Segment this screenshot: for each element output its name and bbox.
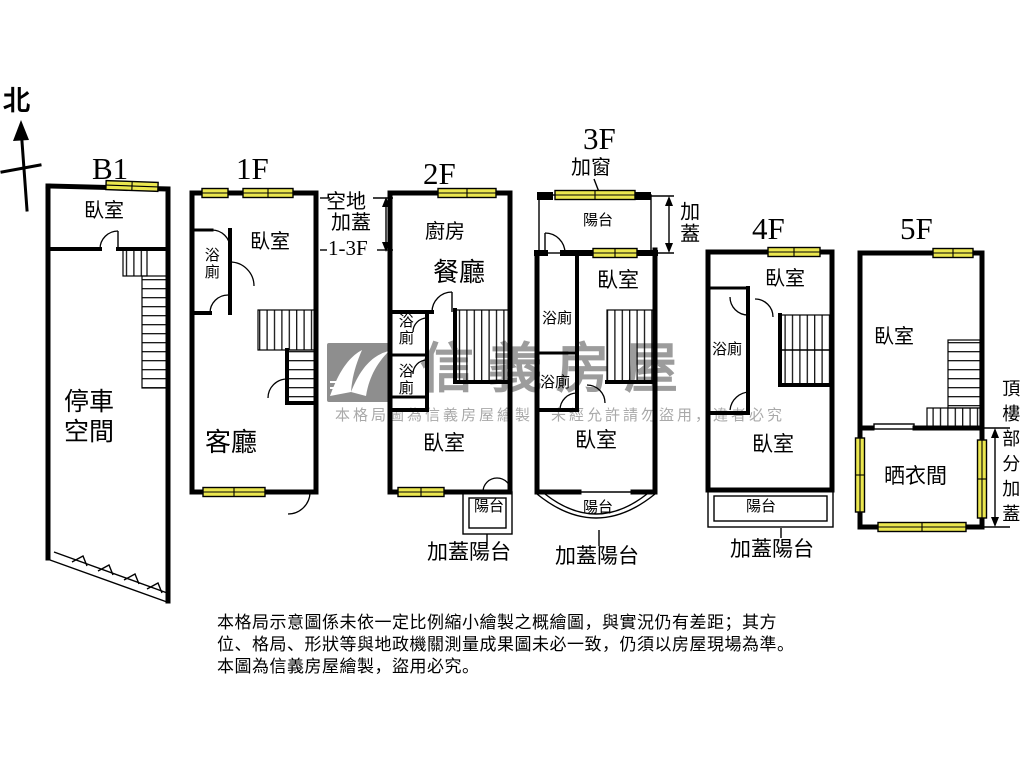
b1-ramp — [49, 551, 171, 603]
f2-kitchen-label: 廚房 — [425, 221, 465, 243]
f2-bath-upper-label: 浴廁 — [396, 313, 413, 347]
f4-bedroom-door-arc — [729, 391, 751, 411]
b1-unit — [45, 179, 171, 604]
f5-window-right — [976, 439, 988, 519]
f3-balcony-label: 陽台 — [583, 500, 614, 516]
logo-swoosh2-icon — [351, 351, 389, 396]
f5-window-left — [854, 437, 866, 513]
disclaimer-text: 本格局示意圖係未依一定比例縮小繪製之概繪圖，與實況仍有差距；其方 位、格局、形狀… — [217, 613, 795, 676]
f3-bath-lower-label: 浴廁 — [540, 375, 571, 391]
f3-bedroom-label: 臥室 — [575, 428, 617, 452]
f5-window-top — [932, 247, 974, 259]
f1-stair-door-arc — [267, 378, 288, 399]
f2-balcony-door-arc — [482, 477, 498, 493]
f2-balcony-box — [462, 491, 513, 546]
f2-bedroom-label: 臥室 — [423, 431, 465, 455]
f2-dining-door-arc — [431, 291, 453, 313]
f2-unit — [387, 187, 513, 546]
watermark-notice: 本格局圖為信義房屋繪製，未經允許請勿盜用，違者必究 — [335, 407, 786, 424]
f2-covered-balcony-label: 加蓋陽台 — [427, 540, 511, 564]
north-label: 北 — [3, 86, 30, 116]
f3-floor-label: 3F — [583, 121, 616, 156]
f1-bath-label: 浴廁 — [202, 247, 219, 281]
f3-covered-bracket — [651, 195, 674, 254]
f3-added-window-label: 加窗 — [571, 157, 611, 179]
f1-window-b — [242, 187, 294, 199]
f4-balcony-box — [707, 489, 834, 538]
f4-staircase — [779, 314, 833, 386]
f4-balcony-label: 陽台 — [746, 499, 777, 515]
f4-unit — [705, 246, 835, 538]
f4-hall-door-arc — [754, 298, 774, 318]
f2-window-top — [437, 187, 497, 199]
f4-floor-label: 4F — [752, 211, 785, 246]
f3-covered-label: 加蓋 — [676, 201, 699, 245]
vacant-addition-line2: 加蓋 — [331, 212, 371, 234]
f3-bath-door-arc — [559, 392, 578, 411]
f3-window-balcony — [554, 189, 636, 201]
f5-threshold — [873, 423, 915, 430]
logo-swoosh-icon — [330, 350, 362, 396]
f4-bedroom-label: 臥室 — [752, 432, 794, 456]
f1-bath-door-arc — [211, 229, 231, 249]
f5-rooftop-bracket — [984, 427, 1010, 528]
f2-dining-label: 餐廳 — [433, 258, 486, 287]
f2-staircase — [454, 309, 511, 383]
b1-bedroom-label: 臥室 — [84, 200, 124, 222]
f2-window-bottom — [397, 486, 445, 498]
f3-unit — [534, 178, 674, 546]
b1-floor-label: B1 — [92, 151, 129, 186]
b1-staircase — [122, 249, 169, 389]
f1-staircase — [257, 309, 317, 404]
f2-floor-label: 2F — [423, 156, 456, 191]
f1-entry-door-arc — [287, 491, 311, 515]
f5-rooftop-note-label: 頂樓部分加蓋 — [1000, 379, 1021, 529]
vacant-addition-line3: 1-3F — [328, 236, 368, 260]
north-arrow-icon — [0, 120, 42, 212]
f5-floor-label: 5F — [900, 211, 933, 246]
f1-floor-label: 1F — [236, 151, 269, 186]
f3-staircase — [606, 309, 656, 383]
f5-laundry-label: 晒衣間 — [884, 464, 947, 488]
f2-bath-lower-label: 浴廁 — [396, 363, 413, 397]
f1-bedroom-label: 臥室 — [250, 231, 290, 253]
f5-unit — [854, 247, 1010, 533]
sinyi-logo — [327, 343, 391, 402]
vacant-addition-line1: 空地 — [326, 191, 366, 213]
f3-hall-door-arc — [586, 384, 606, 404]
b1-window — [105, 179, 159, 193]
f4-covered-balcony-label: 加蓋陽台 — [730, 537, 814, 561]
f2-bath2-door-arc — [412, 359, 428, 375]
b1-door-arc — [99, 230, 119, 250]
f3-curved-balcony — [536, 493, 656, 546]
f4-bath-label: 浴廁 — [712, 342, 743, 358]
f1-living-label: 客廳 — [205, 428, 258, 457]
f5-bedroom-label: 臥室 — [874, 326, 914, 348]
f3-window-mid — [592, 247, 638, 259]
f2-balcony-label: 陽台 — [474, 499, 505, 515]
f3-covered-balcony-label: 加蓋陽台 — [555, 544, 639, 568]
f1-bedroom-door-arc — [229, 261, 255, 287]
f1-window-a — [201, 187, 229, 199]
f3-balcony-door-arc — [544, 232, 566, 254]
f3-bedroom-upper-label: 臥室 — [597, 268, 639, 292]
b1-parking-label: 停車 空間 — [64, 389, 115, 446]
f3-upper-balcony-label: 陽台 — [583, 213, 614, 229]
f3-bath-upper-label: 浴廁 — [542, 311, 573, 327]
f4-bath-door-arc — [729, 296, 749, 316]
f1-unit — [189, 187, 319, 515]
f4-bedroom-upper-label: 臥室 — [765, 268, 805, 290]
f1-window-bottom — [202, 486, 266, 498]
f4-window-top — [767, 246, 821, 258]
f2-bath1-door-arc — [412, 317, 428, 333]
f5-staircase — [926, 339, 981, 428]
f5-window-bottom — [877, 521, 967, 533]
